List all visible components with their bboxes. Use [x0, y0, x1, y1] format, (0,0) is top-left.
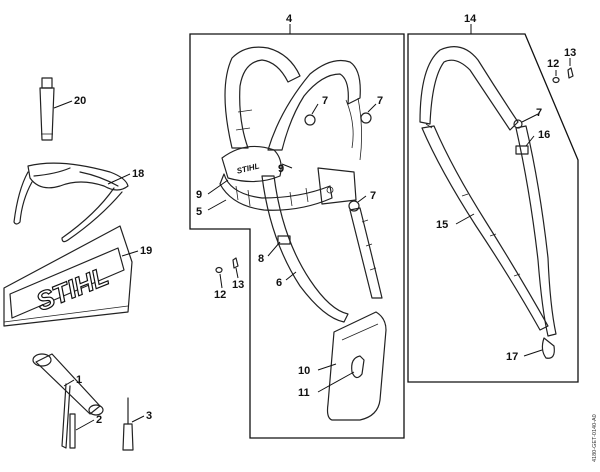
combination-wrench — [32, 353, 104, 449]
callout-18: 18 — [132, 168, 144, 180]
callout-3: 3 — [146, 410, 152, 422]
callout-12-left: 12 — [214, 289, 226, 301]
screw-set-left — [215, 257, 239, 274]
shoulder-strap-group-frame — [407, 33, 579, 383]
full-harness: STIHL — [219, 46, 387, 421]
callout-5: 5 — [196, 206, 202, 218]
grease-tube — [39, 77, 55, 141]
callout-7-c: 7 — [370, 190, 376, 202]
callout-11: 11 — [298, 387, 310, 399]
callout-17: 17 — [506, 351, 518, 363]
tool-pouch: STIHL — [3, 225, 133, 327]
callouts: 4 14 20 18 19 1 2 3 9 5 9 7 7 7 8 6 10 1… — [74, 13, 576, 426]
callout-6: 6 — [276, 277, 282, 289]
callout-13-right: 13 — [564, 47, 576, 59]
callout-9-b: 9 — [278, 163, 284, 175]
leader-lines — [53, 24, 571, 431]
callout-13-left: 13 — [232, 279, 244, 291]
callout-4: 4 — [286, 13, 293, 25]
harness-logo: STIHL — [236, 161, 261, 175]
callout-1: 1 — [76, 374, 82, 386]
drawing-code: 4180-GET-0140-A0 — [592, 414, 598, 462]
callout-19: 19 — [140, 245, 152, 257]
callout-7-b: 7 — [377, 95, 383, 107]
callout-2: 2 — [96, 414, 102, 426]
pin — [69, 413, 76, 449]
callout-16: 16 — [538, 129, 550, 141]
harness-group-frame — [189, 33, 405, 439]
shoulder-strap — [419, 46, 557, 359]
protective-glasses — [13, 162, 129, 243]
callout-15: 15 — [436, 219, 448, 231]
screwdriver — [122, 397, 134, 451]
screw-set-right — [552, 67, 574, 84]
callout-7-a: 7 — [322, 95, 328, 107]
callout-12-right: 12 — [547, 58, 559, 70]
callout-10: 10 — [298, 365, 310, 377]
callout-20: 20 — [74, 95, 86, 107]
callout-14: 14 — [464, 13, 477, 25]
callout-9-a: 9 — [196, 189, 202, 201]
pouch-logo: STIHL — [32, 261, 113, 317]
callout-7-d: 7 — [536, 107, 542, 119]
callout-8: 8 — [258, 253, 264, 265]
